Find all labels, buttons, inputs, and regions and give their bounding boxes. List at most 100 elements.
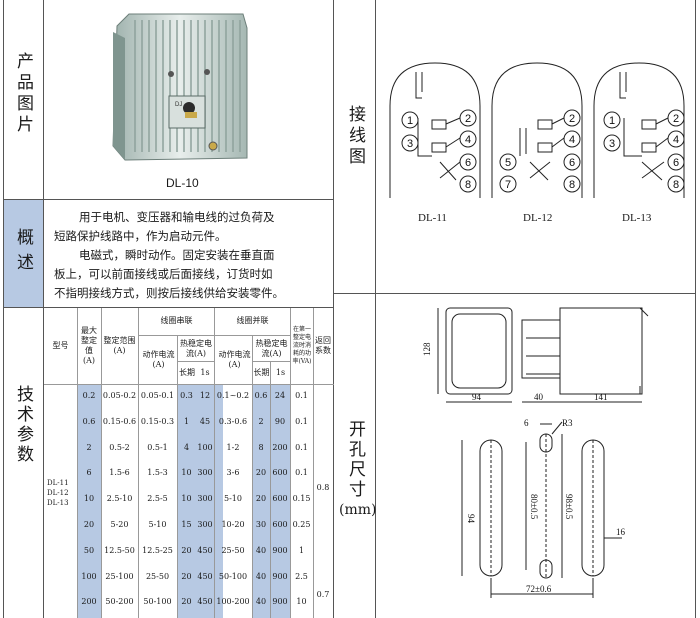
table-cell: 600 [272, 468, 288, 478]
model-list: DL-11 DL-12 DL-13 [47, 479, 69, 507]
relay-photo: DJ [112, 13, 248, 161]
tech-params-label: 技术参数 [11, 385, 35, 472]
d3-terminal-1: 1 [609, 115, 615, 127]
table-cell: 1.5-6 [109, 468, 130, 478]
cutout-size-text: 开孔尺寸 [345, 420, 365, 500]
col-act-bg [177, 384, 223, 618]
dim-w94: 94 [472, 392, 482, 402]
tbl-v1 [77, 308, 78, 618]
table-cell: 50-100 [143, 597, 172, 607]
row-divider-2 [3, 307, 334, 308]
th-long-series: 长期 [179, 367, 195, 377]
dimension-drawings: 128 94 40 141 6 R3 94 80±0.5 98±0.5 16 7… [422, 307, 649, 598]
relay-face-label: DJ [175, 102, 182, 108]
table-cell: 600 [272, 494, 288, 504]
cutout-unit: (mm) [339, 502, 377, 518]
table-cell: 0.15 [292, 494, 311, 504]
d2-terminal-4: 4 [569, 134, 575, 146]
d3-terminal-6: 6 [673, 157, 679, 169]
dim-r3: R3 [562, 418, 573, 428]
dim-w16: 16 [616, 527, 626, 537]
dim-h94: 94 [466, 514, 476, 524]
th-max: 最大整定值(A) [81, 326, 97, 365]
tbl-h1 [138, 335, 290, 336]
table-cell: 100 [197, 442, 213, 452]
th-therm-series: 热稳定电流(A) [180, 338, 212, 358]
th-1s-parallel: 1s [275, 367, 286, 377]
tbl-h2 [177, 361, 215, 362]
table-cell: 0.15-0.3 [140, 416, 175, 426]
table-cell: 0.25 [292, 520, 311, 529]
product-picture-text: 产品图片 [13, 52, 33, 136]
table-cell: 12.5-25 [142, 545, 173, 555]
tbl-v5 [214, 308, 215, 618]
overview-line-2: 短路保护线路中，作为启动元件。 [54, 229, 227, 243]
th-range: 整定范围(A) [103, 336, 136, 355]
table-cell: 0.1 [295, 416, 308, 426]
d1-terminal-3: 3 [407, 138, 413, 150]
wiring-diagrams: 1 2 3 4 6 8 2 4 5 6 7 8 1 2 3 4 6 8 [389, 62, 685, 198]
table-cell: 0.15-0.6 [102, 416, 137, 426]
overview-text: 概述 [13, 228, 33, 278]
table-cell: 0.1 [295, 468, 308, 478]
tbl-v6 [252, 335, 253, 618]
table-cell: 0.1~0.2 [216, 391, 250, 400]
table-cell: 10 [181, 494, 192, 504]
table-cell: 2 [86, 442, 92, 452]
d3-terminal-2: 2 [673, 113, 679, 125]
table-cell: 12.5-50 [104, 545, 135, 555]
table-cell: 200 [81, 597, 97, 607]
table-cell: 20 [181, 545, 192, 555]
table-cell: 100-200 [216, 597, 250, 607]
right-row-divider [333, 293, 696, 294]
d2-terminal-7: 7 [505, 179, 511, 191]
table-cell: 2 [258, 416, 264, 426]
tbl-v8 [290, 308, 291, 618]
table-cell: 20 [181, 597, 192, 607]
col-pl-bg [252, 384, 270, 618]
tbl-h3 [252, 361, 290, 362]
table-cell: 0.5-2 [109, 442, 130, 452]
d1-terminal-8: 8 [465, 179, 471, 191]
table-cell: 20 [181, 571, 192, 581]
col-max-bg [77, 384, 101, 618]
th-1s-series: 1s [200, 367, 210, 377]
table-cell: 0.1 [295, 442, 308, 452]
right-label-divider [375, 0, 376, 618]
d3-terminal-3: 3 [609, 138, 615, 150]
table-cell: 600 [272, 520, 288, 529]
table-cell: 2.5-10 [106, 494, 133, 504]
table-cell: 20 [83, 520, 95, 529]
th-act-series: 动作电流(A) [142, 350, 175, 369]
tbl-v3 [138, 308, 139, 618]
overview-line-4: 板上，可以前面接线或后面接线，订货时如 [54, 267, 273, 281]
table-cell: 450 [197, 597, 213, 607]
th-act-parallel: 动作电流(A) [218, 350, 251, 369]
d1-terminal-2: 2 [465, 113, 471, 125]
dim-h128: 128 [422, 342, 432, 356]
table-cell: 6 [86, 468, 92, 478]
diagram-1-label: DL-11 [418, 212, 447, 224]
d2-terminal-2: 2 [569, 113, 575, 125]
table-cell: 0.3-0.6 [218, 416, 248, 426]
tbl-v4 [177, 335, 178, 618]
table-cell: 450 [197, 545, 213, 555]
d3-terminal-8: 8 [673, 179, 679, 191]
d3-terminal-4: 4 [673, 134, 679, 146]
diagram-2-outline [491, 62, 583, 198]
overview-line-1: 用于电机、变压器和输电线的过负荷及 [79, 210, 275, 224]
table-cell: 5-20 [110, 520, 129, 529]
table-cell: 15 [181, 520, 192, 529]
table-cell: 300 [197, 520, 213, 529]
table-cell: 0.2 [82, 391, 96, 400]
table-cell: 20 [255, 494, 267, 504]
wiring-diagram-text: 接线图 [345, 105, 365, 168]
table-cell: 0.5-1 [147, 442, 168, 452]
th-power: 在第一整定电流时消耗的功率(VA) [292, 326, 312, 365]
dim-h98: 98±0.5 [564, 494, 574, 520]
diagram-3-outline [593, 62, 685, 198]
table-cell: 900 [272, 545, 288, 555]
col-ps-bg [270, 384, 290, 618]
d2-terminal-8: 8 [569, 179, 575, 191]
cutout-size-label: 开孔尺寸 [343, 420, 367, 507]
